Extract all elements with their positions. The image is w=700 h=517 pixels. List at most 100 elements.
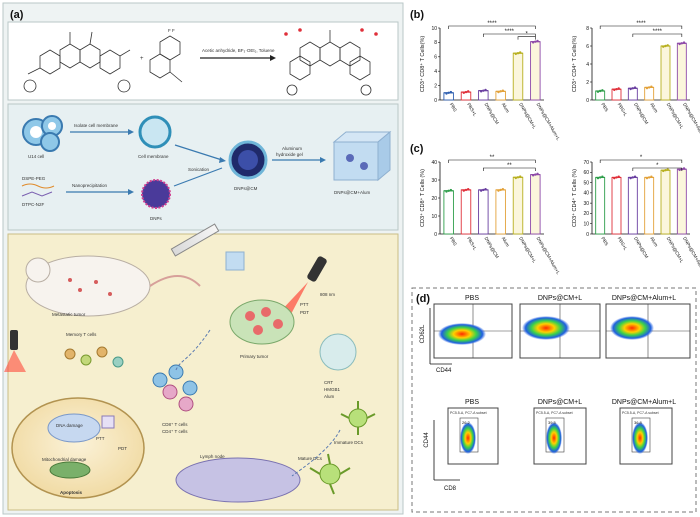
bar	[644, 86, 655, 101]
bar	[595, 176, 606, 235]
y-tick-label: 4	[586, 62, 589, 68]
y-tick-label: 0	[434, 98, 437, 104]
significance-bracket	[448, 159, 536, 163]
y-axis-label: CD3⁺ CD8⁺ T Cells(%)	[419, 36, 426, 93]
data-point	[662, 169, 665, 173]
data-point	[497, 90, 500, 94]
data-point	[629, 87, 632, 91]
immature-dc-label: Immature DCs	[334, 440, 364, 445]
y-tick-label: 0	[434, 232, 437, 238]
data-point	[519, 51, 522, 54]
migration-path-1	[175, 329, 211, 371]
category-label: DNPs@CM+Alum+L	[535, 236, 561, 275]
y-tick-label: 10	[583, 222, 589, 228]
significance-bracket	[448, 25, 536, 29]
data-point	[534, 40, 537, 43]
data-point	[601, 89, 604, 92]
data-point	[464, 188, 468, 192]
mature-dc	[309, 453, 351, 495]
category-label: Alum	[649, 102, 659, 114]
y-axis-label: CD3⁺ CD8⁺ T Cells (%)	[419, 169, 426, 227]
primary-tumor-graphic	[229, 299, 295, 345]
data-point	[633, 86, 637, 89]
flow-bottom-plot-3: PC5.5-A, PC7-A subset 36.8	[619, 407, 673, 465]
cell-pdt-label: PDT	[118, 446, 127, 451]
significance-label: *	[525, 32, 528, 38]
significance-bracket	[632, 33, 683, 37]
laser-device-left	[10, 330, 18, 350]
sonication-label: Sonication	[188, 167, 210, 172]
data-point	[467, 90, 470, 93]
bar	[478, 189, 489, 235]
category-label: PBS+L	[617, 102, 629, 117]
category-label: DNPs@CM	[483, 236, 499, 259]
category-label: DNPs@CM	[633, 102, 649, 125]
flow-top-ylabel: CD62L	[420, 324, 426, 343]
y-tick-label: 8	[586, 26, 589, 32]
flow-top-plot-3	[605, 303, 691, 359]
significance-bracket	[483, 33, 536, 37]
memory-t-cells	[64, 346, 124, 368]
y-tick-label: 0	[586, 232, 589, 238]
lymph-node-graphic	[175, 457, 301, 503]
gate-value-1: 26.2	[462, 420, 471, 425]
data-point	[536, 39, 539, 43]
data-point	[598, 89, 602, 93]
bar	[660, 169, 671, 235]
cell-ptt-label: PTT	[96, 436, 105, 441]
dnps-cm-alum-label: DNPs@CM+Alum	[334, 190, 370, 195]
bar	[512, 176, 524, 235]
cd8-t-label: CD8⁺ T cells	[162, 422, 188, 427]
hmgb1-label: HMGB1	[324, 387, 341, 392]
data-point	[666, 44, 669, 47]
category-label: DNPs@CM+Alum+L	[682, 102, 700, 141]
data-point	[499, 90, 502, 93]
preparation-scheme: U14 cell Isolate cell membrane Cell memb…	[7, 103, 399, 231]
data-point	[633, 175, 637, 178]
alum-gel-cube	[332, 130, 392, 182]
crt-label: CRT	[324, 380, 333, 385]
dnps-graphic	[141, 179, 171, 209]
data-point	[631, 87, 635, 90]
nanoparticle-in-cell	[101, 415, 115, 429]
category-label: DNPs@CM+L	[518, 102, 537, 130]
gate-label-1: PC5.5-A, PC7-A subset	[450, 411, 487, 415]
y-tick-label: 30	[583, 201, 589, 207]
data-point	[682, 167, 686, 170]
category-label: PBS+L	[466, 102, 478, 117]
category-label: DNPs@CM+L	[518, 236, 537, 264]
bar	[627, 176, 638, 235]
migration-path-2	[291, 429, 341, 477]
category-label: DNPs@CM+L	[666, 102, 685, 130]
flow-header-3: DNPs@CM+Alum+L	[612, 295, 676, 302]
tumor-cells	[245, 307, 283, 335]
u14-cells	[22, 115, 63, 152]
bar	[676, 42, 687, 101]
cd4-t-label: CD4⁺ T cells	[162, 429, 188, 434]
data-point	[645, 86, 649, 90]
y-axis-label: CD3⁺ CD4⁺ T Cells(%)	[571, 36, 578, 93]
bar	[443, 190, 454, 235]
category-label: PBS+L	[617, 236, 629, 251]
y-tick-label: 20	[583, 211, 589, 217]
mouse-head	[25, 257, 51, 283]
bar	[530, 41, 541, 101]
mouse-tail	[149, 275, 201, 287]
data-point	[531, 41, 535, 44]
data-point	[501, 89, 505, 92]
y-tick-label: 10	[431, 26, 437, 32]
data-point	[447, 189, 450, 192]
category-label: PBS+L	[466, 236, 478, 251]
mechanism-scheme: Metastatic tumor 808 nm Primary tumor PT…	[4, 223, 399, 511]
bar	[611, 176, 622, 235]
category-label: PBS	[600, 102, 609, 112]
data-point	[464, 90, 468, 94]
category-label: PBS	[449, 236, 458, 246]
pdt-label: PDT	[300, 310, 309, 315]
significance-bracket	[599, 159, 683, 163]
data-point	[516, 176, 520, 179]
